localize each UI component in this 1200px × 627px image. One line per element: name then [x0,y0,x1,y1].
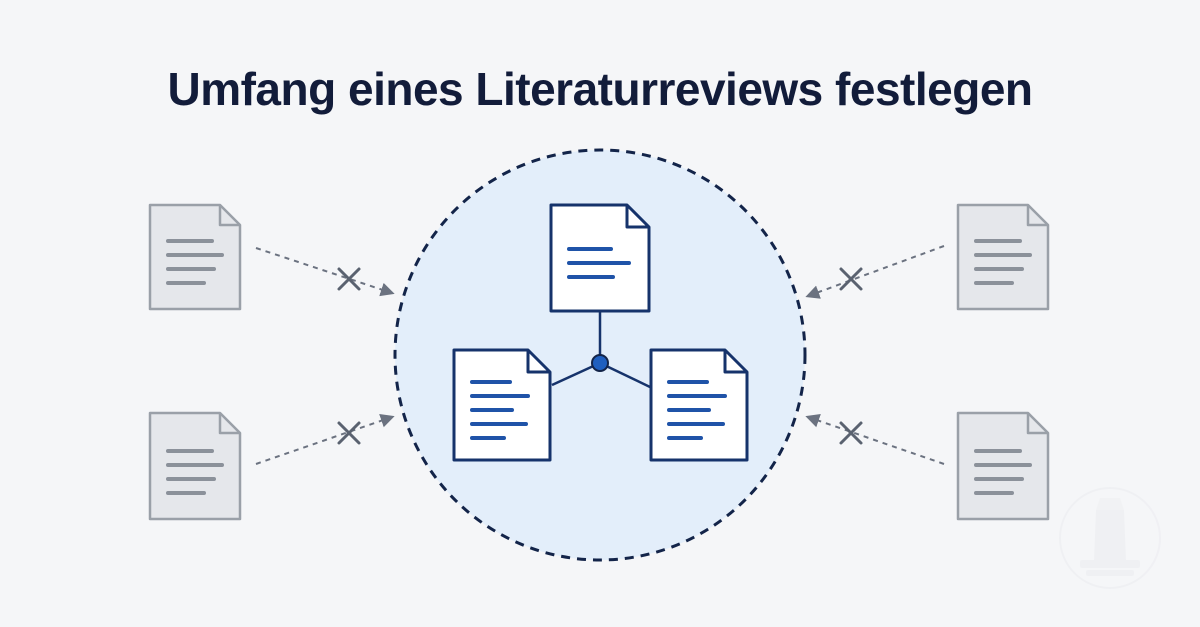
page-title: Umfang eines Literaturreviews festlegen [167,63,1033,115]
document-icon [148,203,242,311]
cross-icon [337,421,361,445]
document-icon [549,203,651,313]
arrow-bottom-left [255,414,395,465]
arrow-top-right [805,245,945,299]
excluded-document-top-left [148,203,242,311]
cross-icon [839,421,863,445]
included-document-left [452,348,552,462]
arrow-top-left [255,247,395,297]
document-icon [956,203,1050,311]
document-icon [148,411,242,521]
excluded-document-bottom-left [148,411,242,521]
included-document-top [549,203,651,313]
document-icon [956,411,1050,521]
cross-icon [337,267,361,291]
hub-node-icon [591,354,609,372]
included-document-right [649,348,749,462]
excluded-document-bottom-right [956,411,1050,521]
document-icon [452,348,552,462]
arrow-bottom-right [805,414,945,465]
cross-icon [839,267,863,291]
document-icon [649,348,749,462]
excluded-document-top-right [956,203,1050,311]
lighthouse-logo-icon [1059,487,1161,589]
